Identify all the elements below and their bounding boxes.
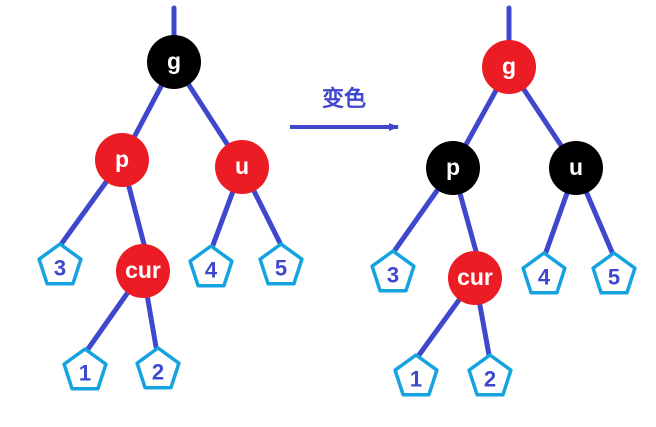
leaf-label: 4 <box>538 265 551 290</box>
leaf-label: 5 <box>608 265 620 290</box>
node-p: p <box>426 141 480 195</box>
pentagon-icon <box>393 353 439 397</box>
leaf-2: 2 <box>135 346 181 390</box>
leaf-label: 2 <box>152 360 164 385</box>
pentagon-icon <box>37 242 83 286</box>
pentagon-icon <box>467 353 513 397</box>
node-cur: cur <box>116 244 170 298</box>
transform-label: 变色 <box>322 86 366 112</box>
node-u: u <box>549 141 603 195</box>
leaf-4: 4 <box>521 251 567 295</box>
node-circle-black <box>426 141 480 195</box>
leaf-label: 2 <box>484 367 496 392</box>
leaf-2: 2 <box>467 353 513 397</box>
node-cur: cur <box>448 251 502 305</box>
leaf-label: 5 <box>275 256 287 281</box>
leaf-1: 1 <box>393 353 439 397</box>
tree-before: g p u cur 3 4 5 1 2 <box>37 5 304 391</box>
node-label: u <box>235 153 249 179</box>
node-circle-red <box>482 40 536 94</box>
leaf-label: 3 <box>387 263 399 288</box>
pentagon-icon <box>258 242 304 286</box>
node-circle-red <box>116 244 170 298</box>
leaf-3: 3 <box>37 242 83 286</box>
tree-after: g p u cur 3 4 5 1 2 <box>370 5 637 397</box>
node-g: g <box>147 35 201 89</box>
pentagon-icon <box>370 249 416 293</box>
leaf-3: 3 <box>370 249 416 293</box>
leaf-5: 5 <box>591 251 637 295</box>
node-circle-red <box>448 251 502 305</box>
node-g: g <box>482 40 536 94</box>
node-circle-black <box>549 141 603 195</box>
leaf-label: 1 <box>410 367 422 392</box>
leaf-5: 5 <box>258 242 304 286</box>
leaf-4: 4 <box>188 244 234 288</box>
node-label: cur <box>457 264 493 290</box>
pentagon-icon <box>135 346 181 390</box>
node-label: cur <box>125 257 161 283</box>
node-label: u <box>569 154 583 180</box>
pentagon-icon <box>521 251 567 295</box>
node-p: p <box>95 133 149 187</box>
pentagon-icon <box>188 244 234 288</box>
node-label: p <box>446 154 460 180</box>
node-circle-black <box>147 35 201 89</box>
recolor-transform: 变色 <box>290 86 399 131</box>
leaf-1: 1 <box>62 347 108 391</box>
leaf-label: 1 <box>79 361 91 386</box>
node-circle-red <box>215 140 269 194</box>
node-label: g <box>502 53 516 79</box>
node-label: p <box>115 146 129 172</box>
leaf-label: 4 <box>205 258 218 283</box>
node-u: u <box>215 140 269 194</box>
pentagon-icon <box>62 347 108 391</box>
pentagon-icon <box>591 251 637 295</box>
leaf-label: 3 <box>54 256 66 281</box>
node-circle-red <box>95 133 149 187</box>
node-label: g <box>167 48 181 74</box>
